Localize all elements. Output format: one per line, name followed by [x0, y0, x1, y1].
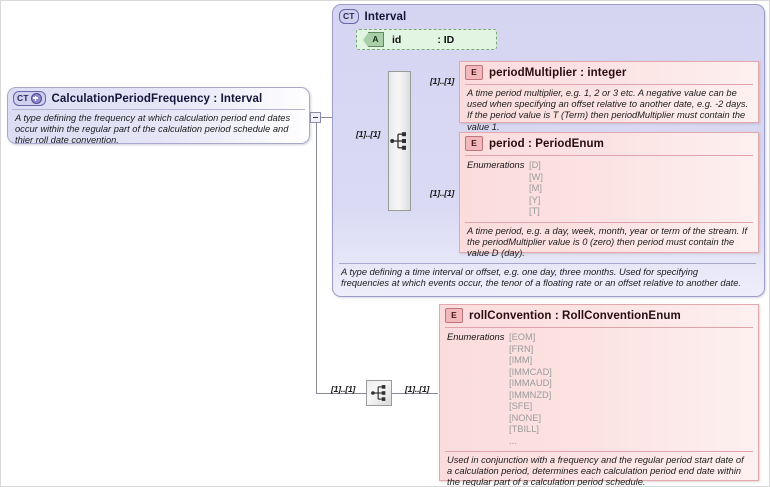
enum-value: [IMM]	[509, 355, 533, 365]
periodmultiplier-annotation: A time period multiplier, e.g. 1, 2 or 3…	[467, 88, 749, 132]
period-enumerations-block: Enumerations [D] [W] [M] [Y] [T]	[460, 156, 758, 221]
expand-plus-icon[interactable]	[30, 93, 42, 104]
cardinality-rollconvention-left: [1]..[1]	[331, 384, 356, 394]
complextype-icon[interactable]: CT	[339, 9, 359, 24]
cardinality-root-to-sequence: [1]..[1]	[356, 129, 381, 139]
complextype-icon-label: CT	[343, 11, 355, 22]
enum-value: [IMMAUD]	[509, 378, 552, 388]
rollconvention-enumerations-block: Enumerations [EOM] [FRN] [IMM] [IMMCAD] …	[440, 328, 758, 450]
enum-value: [IMMNZD]	[509, 389, 552, 400]
enum-value: [IMMCAD]	[509, 366, 552, 377]
sequence-icon	[370, 385, 385, 401]
element-rollconvention-box[interactable]: E rollConvention : RollConventionEnum En…	[439, 304, 759, 486]
enum-value: [NONE]	[509, 412, 542, 423]
complextype-icon-label: CT	[17, 93, 29, 104]
attribute-name: id	[392, 33, 402, 46]
rollconvention-annotation-divider	[445, 451, 753, 452]
periodmultiplier-divider	[465, 84, 753, 85]
attribute-icon-wrap: A	[363, 32, 384, 47]
enum-value: [EOM]	[509, 332, 536, 342]
calculation-period-frequency-box[interactable]: CT CalculationPeriodFrequency : Interval…	[7, 87, 310, 145]
root-box-annotation: A type defining the frequency at which c…	[15, 113, 291, 146]
enum-value: [FRN]	[509, 343, 534, 354]
interval-header: CT Interval	[333, 5, 764, 27]
connector-compositor-to-rollconvention	[392, 393, 438, 394]
element-icon: E	[445, 308, 463, 323]
cardinality-sequence-to-period: [1]..[1]	[430, 188, 455, 198]
periodmultiplier-header: E periodMultiplier : integer	[460, 62, 758, 83]
sequence-compositor-interval[interactable]	[388, 71, 411, 211]
attribute-type: : ID	[437, 33, 455, 46]
period-annotation: A time period, e.g. a day, week, month, …	[467, 225, 748, 258]
enum-value-ellipsis: ...	[509, 435, 517, 446]
rollconvention-enumerations-label: Enumerations	[447, 332, 505, 342]
attribute-icon: A	[368, 32, 384, 47]
period-header: E period : PeriodEnum	[460, 133, 758, 154]
rollconvention-title: rollConvention : RollConventionEnum	[469, 309, 681, 322]
period-title: period : PeriodEnum	[489, 137, 604, 150]
element-period-box[interactable]: E period : PeriodEnum Enumerations [D] […	[459, 132, 759, 258]
rollconvention-enumerations-values: [EOM] [FRN] [IMM] [IMMCAD] [IMMAUD] [IMM…	[509, 332, 552, 447]
enum-value: [W]	[529, 171, 543, 182]
root-box-divider	[12, 109, 305, 110]
interval-title: Interval	[364, 10, 407, 23]
interval-annotation: A type defining a time interval or offse…	[341, 267, 742, 289]
enum-value: [SFE]	[509, 401, 533, 411]
periodmultiplier-title: periodMultiplier : integer	[489, 66, 627, 79]
attribute-pointer-shape	[363, 32, 368, 47]
sequence-compositor-rollconvention[interactable]	[366, 380, 392, 406]
rollconvention-annotation: Used in conjunction with a frequency and…	[447, 455, 744, 487]
period-enumerations-values: [D] [W] [M] [Y] [T]	[529, 160, 543, 218]
sequence-icon	[390, 132, 406, 150]
enum-value: [M]	[529, 183, 542, 193]
enum-value: [T]	[529, 206, 540, 216]
enum-value: [Y]	[529, 194, 541, 205]
complextype-expand-icon[interactable]: CT	[13, 91, 46, 106]
enum-value: [TBILL]	[509, 424, 539, 434]
connector-down-to-bottom-compositor	[316, 117, 317, 393]
interval-annotation-divider	[339, 263, 756, 264]
connector-to-bottom-compositor	[316, 393, 366, 394]
collapse-minus-toggle[interactable]	[310, 112, 321, 123]
enum-value: [D]	[529, 160, 541, 170]
element-icon: E	[465, 65, 483, 80]
rollconvention-header-divider	[445, 327, 753, 328]
cardinality-sequence-to-periodmultiplier: [1]..[1]	[430, 76, 455, 86]
cardinality-rollconvention-right: [1]..[1]	[405, 384, 430, 394]
element-periodmultiplier-box[interactable]: E periodMultiplier : integer A time peri…	[459, 61, 759, 132]
attribute-id-row[interactable]: A id : ID	[356, 29, 497, 50]
element-icon: E	[465, 136, 483, 151]
root-box-title: CalculationPeriodFrequency : Interval	[51, 92, 263, 105]
period-enumerations-label: Enumerations	[467, 160, 525, 170]
rollconvention-header: E rollConvention : RollConventionEnum	[440, 305, 758, 326]
connector-toggle-right	[321, 117, 334, 118]
period-header-divider	[465, 155, 753, 156]
period-annotation-divider	[465, 221, 753, 223]
root-box-header: CT CalculationPeriodFrequency : Interval	[8, 88, 309, 109]
